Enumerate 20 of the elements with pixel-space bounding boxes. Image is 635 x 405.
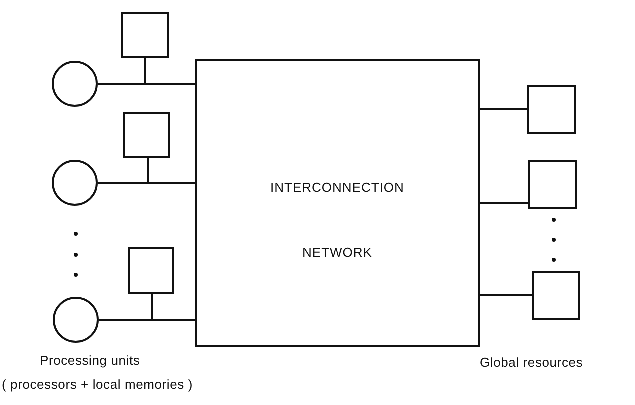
connector-line <box>99 294 153 321</box>
connector-line <box>98 158 149 184</box>
memory-box <box>528 160 577 209</box>
memory-box <box>121 12 169 58</box>
network-label: INTERCONNECTION NETWORK <box>270 179 406 262</box>
network-box <box>195 59 480 347</box>
memory-box <box>128 247 174 294</box>
processor-circle <box>53 297 99 343</box>
caption-text: Global resources <box>480 355 584 370</box>
memory-box <box>123 112 170 158</box>
caption-text: Processing units <box>40 353 140 368</box>
connector-line <box>480 294 532 296</box>
connector-line <box>480 202 528 204</box>
memory-box <box>532 271 580 320</box>
connector-line <box>98 58 146 85</box>
memory-box <box>527 85 576 134</box>
processor-circle <box>52 61 98 107</box>
processor-circle <box>52 160 98 206</box>
caption-text: ( processors + local memories ) <box>2 377 193 392</box>
connector-line <box>480 108 527 110</box>
